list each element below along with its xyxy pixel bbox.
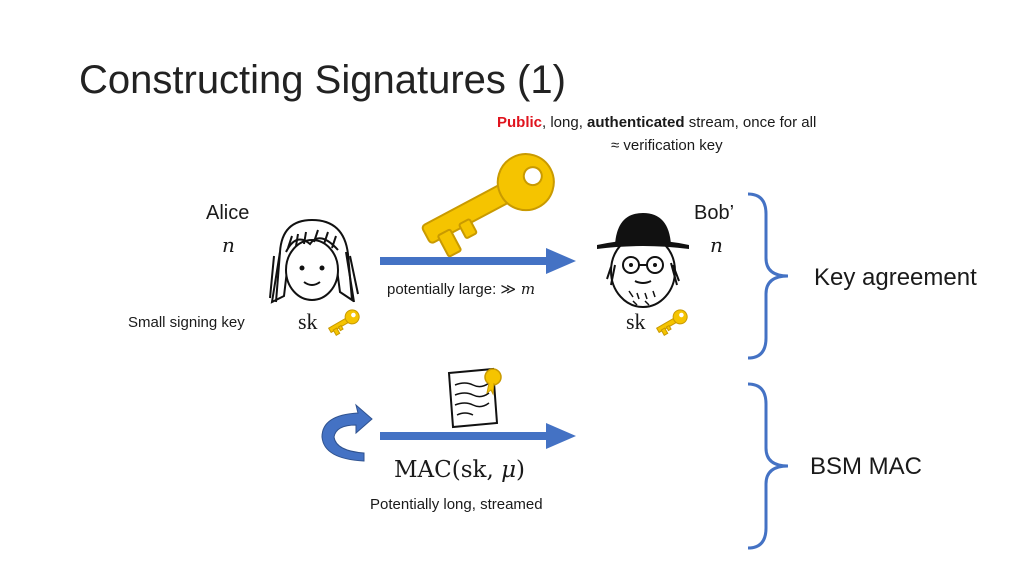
alice-name: Alice [206,202,250,224]
bsm-mac-brace [747,382,789,550]
mac-prefix: MAC(sk, [394,457,502,483]
bottom-arrow [380,423,576,449]
certificate-icon [447,367,502,429]
much-greater-symbol: ≫ [500,280,521,298]
stream-rest: stream, once for all [684,114,817,131]
verification-key-text: verification key [619,137,723,154]
alice-sk: sk [298,309,318,334]
stream-note-line2: ≈ verification key [611,137,723,154]
alice-var: n [222,233,235,257]
curved-arrow-icon [321,403,373,462]
mac-formula: MAC(sk, μ) [394,456,525,483]
bob-var: n [710,233,723,257]
alice-face-icon [269,218,359,304]
slide-title: Constructing Signatures (1) [79,58,566,102]
key-agreement-label: Key agreement [814,264,977,291]
bob-name: Bob’ [694,202,735,224]
bob-sk: sk [626,309,646,334]
bob-face-icon [597,213,689,308]
var-m: m [520,280,536,298]
big-gold-key-icon [421,153,555,258]
potentially-long-label: Potentially long, streamed [370,496,543,513]
potentially-large-label: potentially large: ≫ m [387,280,535,298]
public-label: Public [497,114,543,131]
small-signing-key-label: Small signing key [128,314,245,331]
stream-sep: , long, [542,114,588,131]
potentially-large-text: potentially large: [387,281,501,298]
top-arrow [380,248,576,274]
mac-suffix: ) [516,457,526,483]
key-agreement-brace [747,192,789,360]
mac-mu: μ [501,457,517,483]
small-key-icon [655,309,688,336]
bsm-mac-label: BSM MAC [810,453,923,480]
stream-note-line1: Public, long, authenticated stream, once… [497,114,816,131]
approx-symbol: ≈ [611,137,620,154]
small-key-icon [327,309,360,336]
authenticated-label: authenticated [587,114,685,131]
